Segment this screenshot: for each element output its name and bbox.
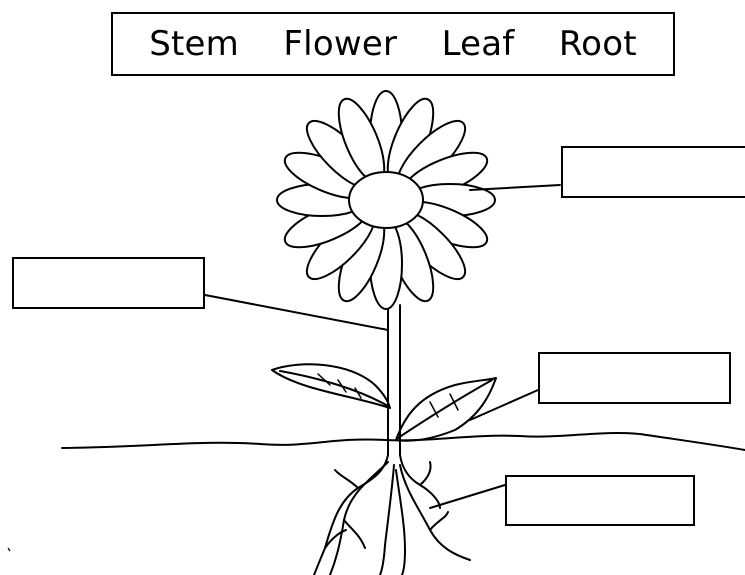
- word-bank: Stem Flower Leaf Root: [111, 12, 675, 76]
- leaf-right: [395, 377, 497, 442]
- leader-line-flower: [469, 184, 561, 191]
- label-box-root[interactable]: [505, 475, 695, 526]
- leader-line-root: [429, 484, 506, 509]
- word-stem[interactable]: Stem: [149, 24, 239, 64]
- flower-center: [348, 171, 424, 229]
- label-box-flower[interactable]: [561, 146, 745, 198]
- leaf-left: [271, 363, 391, 409]
- word-flower[interactable]: Flower: [283, 24, 398, 64]
- label-box-leaf[interactable]: [538, 352, 731, 404]
- leader-line-leaf: [469, 389, 539, 421]
- ground-line: [61, 431, 745, 451]
- roots: [313, 454, 471, 575]
- leader-line-stem: [204, 294, 389, 331]
- label-box-stem[interactable]: [12, 257, 205, 309]
- stray-mark: [7, 547, 11, 552]
- word-leaf[interactable]: Leaf: [441, 24, 515, 64]
- word-root[interactable]: Root: [558, 24, 637, 64]
